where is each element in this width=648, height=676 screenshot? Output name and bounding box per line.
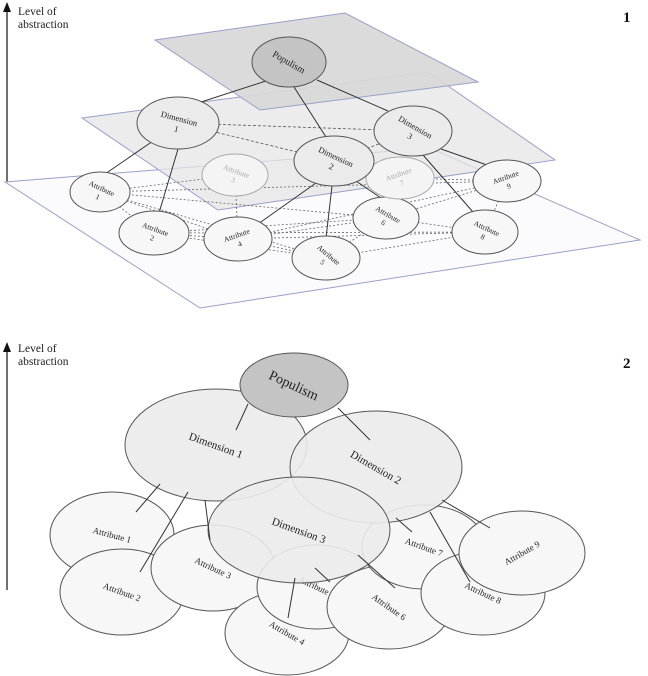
attribute-node-9-shape — [472, 159, 542, 203]
dimension-node-3: Dimension3 — [373, 105, 453, 157]
attribute-node-5-shape — [291, 235, 361, 281]
attribute-node-5: Attribute5 — [291, 235, 361, 281]
attribute-node-7-shape — [365, 156, 435, 200]
axis-label-line2: abstraction — [18, 19, 69, 31]
attribute-node-1-shape — [69, 171, 131, 213]
attribute-node-2-shape — [118, 210, 190, 256]
label-line: 1 — [94, 192, 101, 202]
attribute-node-7: Attribute7 — [365, 156, 435, 200]
dimension-node-1-shape — [136, 96, 220, 150]
hierarchy-link — [287, 577, 296, 619]
label-line: 3 — [230, 175, 237, 185]
populism-node-1: Populism — [251, 36, 327, 88]
hierarchy-links-2 — [135, 403, 491, 619]
attribute-node-4-shape — [203, 216, 273, 262]
hierarchy-link — [235, 403, 249, 431]
label-line: 6 — [379, 218, 387, 228]
attribute-link — [153, 217, 387, 234]
attribute-node-3-shape — [201, 153, 269, 197]
hierarchy-link — [257, 182, 317, 225]
attribute-node-4: Attribute4 — [203, 216, 273, 262]
hierarchy-link — [197, 79, 270, 104]
axis-arrowhead-1 — [3, 2, 11, 12]
attribute-node-9: Attribute9 — [472, 159, 542, 203]
attribute-link — [325, 231, 486, 259]
hierarchy-link — [104, 140, 154, 175]
dimension-node-shape — [207, 476, 391, 584]
hierarchy-link — [158, 148, 179, 214]
panel-number-2: 2 — [623, 356, 631, 372]
axis-label-1: Level of abstraction — [18, 6, 68, 32]
attribute-node-8-shape — [451, 209, 519, 255]
label-line: 9 — [506, 181, 513, 191]
attribute-link — [153, 231, 486, 234]
axis-arrowhead-2 — [3, 342, 11, 352]
dimension-node-3: Dimension 3 — [207, 476, 391, 584]
hierarchy-link — [293, 86, 327, 138]
axis-label-line1: Level of — [18, 343, 57, 355]
attribute-link — [237, 238, 327, 259]
hierarchy-link — [337, 407, 371, 441]
label-line: 7 — [399, 178, 406, 188]
populism-node-2: Populism — [239, 352, 349, 418]
attribute-node-2: Attribute2 — [118, 210, 190, 256]
hierarchy-link — [357, 554, 396, 589]
hierarchy-link — [325, 185, 333, 239]
attribute-nodes-1: Attribute1Attribute2Attribute3Attribute4… — [69, 153, 542, 281]
hierarchy-link — [139, 491, 189, 573]
label-line: 3 — [406, 131, 415, 142]
attribute-node-shape — [458, 510, 586, 596]
hierarchy-link — [316, 79, 389, 112]
attribute-link — [237, 231, 486, 240]
dimension-node-2: Dimension2 — [293, 135, 375, 187]
label-line: 5 — [318, 257, 327, 266]
populism-node-shape — [251, 36, 327, 88]
hierarchy-link — [429, 511, 471, 583]
hierarchy-link — [204, 499, 211, 541]
axis-label-2: Level of abstraction — [18, 343, 68, 369]
hierarchy-link — [441, 499, 491, 529]
hierarchy-link — [440, 148, 488, 166]
attribute-node-1: Attribute1 — [69, 171, 131, 213]
label-line: 1 — [173, 123, 180, 134]
populism-node: Populism — [251, 36, 327, 88]
label-line: 2 — [327, 161, 335, 172]
panel-number-1: 1 — [623, 10, 631, 26]
attribute-node-3: Attribute3 — [201, 153, 269, 197]
hierarchy-link — [422, 154, 474, 213]
label-line: 2 — [149, 233, 156, 243]
attribute-node-6: Attribute6 — [352, 196, 420, 240]
populism-node-shape — [239, 352, 349, 418]
attribute-node-9: Attribute 9 — [458, 510, 586, 596]
hierarchy-link — [395, 517, 413, 533]
dimension-node-2-shape — [293, 135, 375, 187]
hierarchy-link — [135, 483, 161, 513]
attribute-node-8: Attribute8 — [451, 209, 519, 255]
hierarchy-links — [104, 79, 488, 239]
dimension-node-3-shape — [373, 105, 453, 157]
dimension-node-1: Dimension1 — [136, 96, 220, 150]
hierarchy-link — [355, 180, 382, 199]
hierarchy-link — [314, 567, 331, 583]
axis-label-line1: Level of — [18, 6, 57, 18]
label-line: 4 — [237, 239, 244, 249]
label-line: 8 — [479, 232, 486, 242]
axis-label-line2: abstraction — [18, 356, 69, 368]
